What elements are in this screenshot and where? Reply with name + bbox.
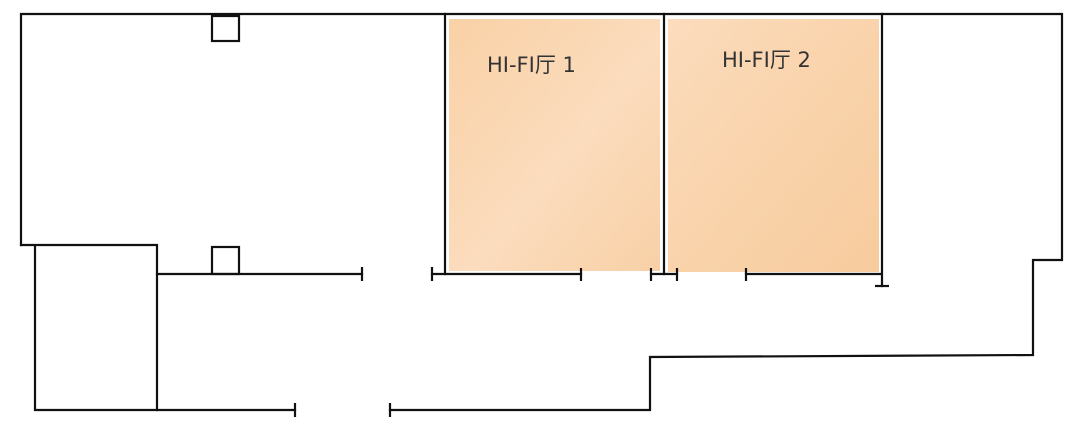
- left-lower-wall: [19, 243, 159, 412]
- room-label-hifi-2: HI-FI厅 2: [722, 48, 811, 72]
- room-fill-hifi-2[interactable]: [668, 19, 879, 272]
- column-middle: [210, 245, 241, 276]
- room-fill-hifi-1[interactable]: [449, 19, 660, 271]
- column-top: [210, 14, 241, 43]
- room-label-hifi-1: HI-FI厅 1: [487, 53, 576, 77]
- outer-wall: [19, 12, 1064, 412]
